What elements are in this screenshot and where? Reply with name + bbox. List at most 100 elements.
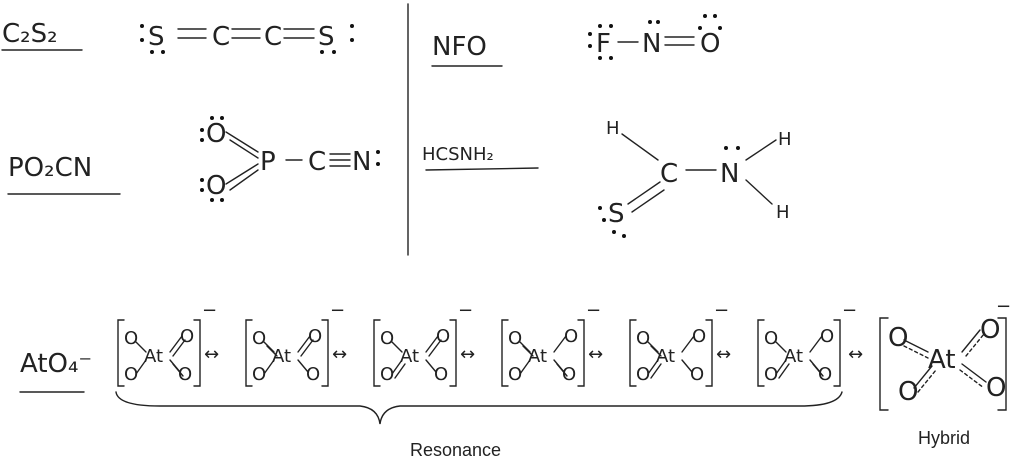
nfo-atom-o: O <box>700 29 720 59</box>
nfo-atom-f: F <box>596 29 611 59</box>
hcsnh2-atom-h3: H <box>776 202 790 223</box>
hybrid-structure: − At O O O O Hybrid <box>879 296 1011 448</box>
bond <box>263 359 275 375</box>
po2cn-atom-o2: O <box>206 171 226 201</box>
po2cn-atom-p: P <box>260 147 276 177</box>
oxygen-atom: O <box>692 326 706 347</box>
po2cn-atom-c: C <box>308 147 326 177</box>
hcsnh2-atom-c: C <box>660 159 678 189</box>
center-atom: At <box>144 346 163 367</box>
c2s2-atom-s1: S <box>148 22 165 52</box>
center-atom: At <box>400 346 419 367</box>
oxygen-atom: O <box>820 326 834 347</box>
bond-second <box>266 345 278 357</box>
bond <box>135 341 147 353</box>
oxygen-atom: O <box>306 364 320 385</box>
charge: − <box>586 300 601 321</box>
bracket-left <box>117 319 125 387</box>
oxygen-atom: O <box>380 364 394 385</box>
bond <box>391 359 403 375</box>
hybrid-o-br: O <box>986 373 1006 403</box>
oxygen-atom: O <box>124 364 138 385</box>
hybrid-caption: Hybrid <box>918 428 970 448</box>
bond-second <box>556 363 568 377</box>
charge: − <box>330 300 345 321</box>
oxygen-atom: O <box>252 328 266 349</box>
hcsnh2-atom-s: S <box>608 199 625 229</box>
bond <box>809 335 823 353</box>
center-atom: At <box>272 346 291 367</box>
c2s2-lone-pairs <box>140 24 354 54</box>
resonance-arrow: ↔ <box>332 344 347 365</box>
bond-second <box>428 339 442 357</box>
nfo-label: NFO <box>432 32 487 62</box>
bond <box>135 359 147 375</box>
resonance-arrow: ↔ <box>204 344 219 365</box>
charge: − <box>714 300 729 321</box>
oxygen-atom: O <box>124 328 138 349</box>
bracket-right <box>833 319 841 387</box>
bond-second <box>650 345 662 357</box>
oxygen-atom: O <box>690 364 704 385</box>
bracket-left <box>501 319 509 387</box>
bond <box>169 335 183 353</box>
bracket-right <box>193 319 201 387</box>
bond-second <box>812 363 824 377</box>
bond-second <box>522 345 534 357</box>
oxygen-atom: O <box>380 328 394 349</box>
oxygen-atom: O <box>636 328 650 349</box>
hcsnh2-section: HCSNH₂ H C N H S H <box>422 118 792 238</box>
oxygen-atom: O <box>636 364 650 385</box>
nfo-lone-pairs <box>588 14 722 60</box>
hybrid-o-tr: O <box>980 315 1000 345</box>
charge: − <box>458 300 473 321</box>
bond-second <box>394 363 406 379</box>
hcsnh2-atom-n: N <box>720 159 739 189</box>
bond <box>647 359 659 375</box>
bond-second <box>778 363 790 379</box>
bond <box>263 341 275 353</box>
po2cn-section: PO₂CN O O P C N <box>7 116 380 202</box>
bond <box>391 341 403 353</box>
bond <box>647 341 659 353</box>
po2cn-bonds <box>225 131 351 191</box>
c2s2-atom-c1: C <box>212 22 230 52</box>
hcsnh2-bonds <box>621 133 777 213</box>
hybrid-partial-bonds <box>903 329 987 393</box>
nfo-atom-n: N <box>642 29 661 59</box>
resonance-arrow: ↔ <box>716 344 731 365</box>
hcsnh2-label-underline <box>425 167 539 171</box>
oxygen-atom: O <box>508 328 522 349</box>
bond-second <box>172 339 186 357</box>
oxygen-atom: O <box>434 364 448 385</box>
bond <box>681 359 693 373</box>
center-atom: At <box>528 346 547 367</box>
bond-second <box>650 363 662 379</box>
c2s2-section: C₂S₂ S C C S <box>1 19 354 54</box>
resonance-arrow: ↔ <box>460 344 475 365</box>
bracket-right <box>705 319 713 387</box>
c2s2-double-bonds <box>177 28 315 39</box>
ato4-label: AtO₄⁻ <box>20 349 92 379</box>
bond <box>775 341 787 353</box>
bracket-left <box>373 319 381 387</box>
resonance-arrow: ↔ <box>588 344 603 365</box>
po2cn-atom-n: N <box>352 147 371 177</box>
resonance-brace <box>115 391 843 425</box>
oxygen-atom: O <box>764 364 778 385</box>
oxygen-atom: O <box>178 364 192 385</box>
c2s2-atom-c2: C <box>264 22 282 52</box>
bracket-left <box>757 319 765 387</box>
bond <box>775 359 787 375</box>
bond <box>553 335 567 353</box>
oxygen-atom: O <box>564 326 578 347</box>
hcsnh2-atom-h1: H <box>606 118 620 139</box>
nfo-bonds <box>617 36 695 46</box>
oxygen-atom: O <box>508 364 522 385</box>
